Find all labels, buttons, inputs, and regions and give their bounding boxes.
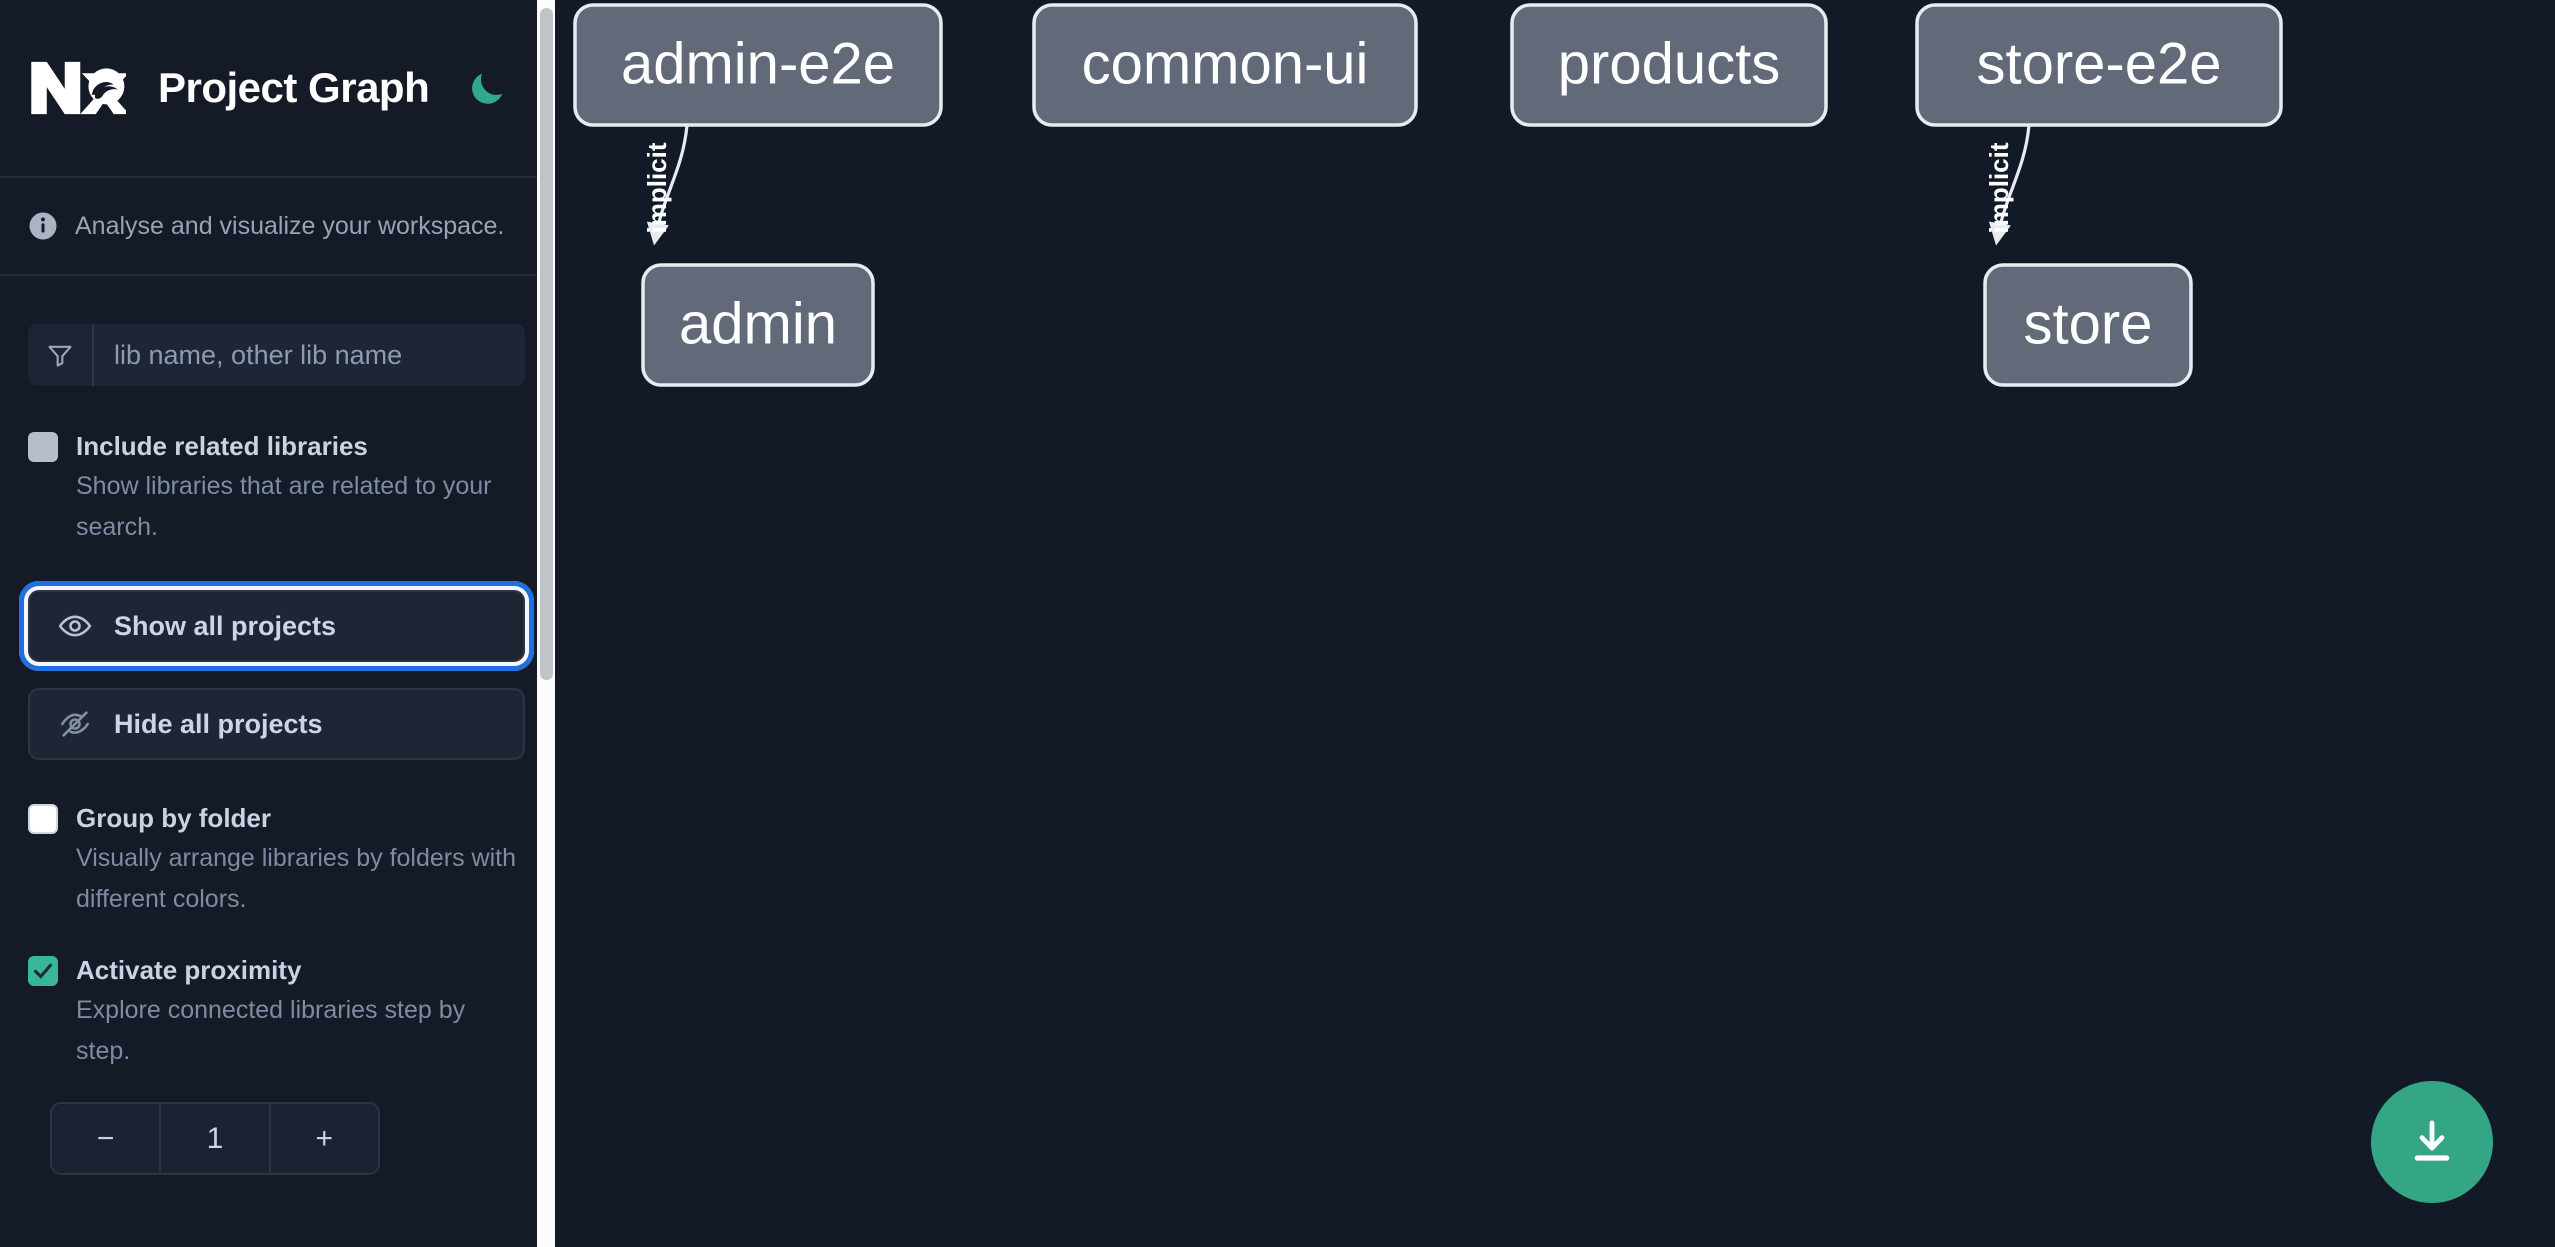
graph-canvas[interactable]: admin-e2e common-ui products store-e2e a… bbox=[555, 0, 2555, 1247]
edge-store-e2e-to-store bbox=[1988, 124, 2031, 246]
graph-node-label: store-e2e bbox=[1976, 31, 2221, 96]
graph-edges bbox=[646, 124, 2031, 246]
nx-logo bbox=[31, 61, 126, 115]
graph-node-label: admin-e2e bbox=[621, 31, 895, 96]
graph-node-common-ui[interactable]: common-ui bbox=[1032, 3, 1418, 127]
checkbox-activate-proximity[interactable] bbox=[28, 956, 58, 986]
check-icon bbox=[33, 963, 53, 979]
option-group-by-folder[interactable]: Group by folder Visually arrange librari… bbox=[28, 798, 527, 920]
info-icon bbox=[29, 212, 57, 240]
eye-icon bbox=[58, 615, 92, 637]
graph-node-label: admin bbox=[679, 291, 837, 356]
visibility-buttons: Show all projects Hide all projects bbox=[19, 581, 534, 760]
search-input[interactable] bbox=[94, 324, 525, 386]
sidebar-header: Project Graph bbox=[0, 0, 555, 178]
hide-all-projects-label: Hide all projects bbox=[114, 708, 323, 739]
graph-node-admin[interactable]: admin bbox=[641, 263, 875, 387]
show-all-projects-label: Show all projects bbox=[114, 610, 337, 641]
graph-node-label: common-ui bbox=[1082, 31, 1369, 96]
option-label: Activate proximity bbox=[76, 955, 302, 985]
sidebar: Project Graph Analyse and visualize your… bbox=[0, 0, 555, 1247]
moon-icon[interactable] bbox=[465, 66, 509, 110]
proximity-decrement-button[interactable]: − bbox=[52, 1104, 160, 1173]
option-label: Group by folder bbox=[76, 803, 271, 833]
option-label: Include related libraries bbox=[76, 431, 368, 461]
edge-label-implicit: implicit bbox=[1984, 142, 2014, 233]
edge-label-implicit: implicit bbox=[642, 142, 672, 233]
proximity-value: 1 bbox=[159, 1104, 269, 1173]
checkbox-include-related-libraries[interactable] bbox=[28, 432, 58, 462]
funnel-icon-container bbox=[28, 324, 94, 386]
download-icon bbox=[2414, 1120, 2450, 1161]
graph-node-store-e2e[interactable]: store-e2e bbox=[1915, 3, 2283, 127]
sidebar-scrollbar[interactable] bbox=[537, 0, 555, 1247]
workspace-description-text: Analyse and visualize your workspace. bbox=[75, 211, 505, 240]
option-description: Explore connected libraries step by step… bbox=[76, 996, 466, 1065]
search-field[interactable] bbox=[28, 324, 525, 386]
sidebar-scrollbar-thumb[interactable] bbox=[540, 8, 553, 680]
download-graph-button[interactable] bbox=[2371, 1081, 2493, 1203]
graph-node-label: products bbox=[1558, 31, 1780, 96]
graph-edge-labels: implicit implicit bbox=[642, 142, 2014, 233]
option-description: Visually arrange libraries by folders wi… bbox=[76, 844, 517, 913]
show-all-projects-button[interactable]: Show all projects bbox=[19, 581, 534, 671]
graph-node-store[interactable]: store bbox=[1983, 263, 2193, 387]
graph-node-admin-e2e[interactable]: admin-e2e bbox=[573, 3, 943, 127]
option-description: Show libraries that are related to your … bbox=[76, 472, 492, 541]
hide-all-projects-button[interactable]: Hide all projects bbox=[28, 688, 525, 760]
eye-slash-icon bbox=[60, 711, 90, 737]
graph-node-label: store bbox=[2024, 291, 2153, 356]
edge-admin-e2e-to-admin bbox=[646, 124, 689, 246]
page-title: Project Graph bbox=[158, 64, 430, 111]
checkbox-group-by-folder[interactable] bbox=[28, 804, 58, 834]
project-graph-svg: admin-e2e common-ui products store-e2e a… bbox=[573, 3, 2283, 387]
workspace-description: Analyse and visualize your workspace. bbox=[0, 178, 555, 276]
option-activate-proximity[interactable]: Activate proximity Explore connected lib… bbox=[28, 950, 527, 1072]
sidebar-body: Include related libraries Show libraries… bbox=[0, 276, 555, 1175]
graph-node-products[interactable]: products bbox=[1510, 3, 1828, 127]
graph-nodes: admin-e2e common-ui products store-e2e a… bbox=[573, 3, 2283, 387]
proximity-increment-button[interactable]: + bbox=[268, 1104, 378, 1173]
proximity-stepper: − 1 + bbox=[50, 1102, 380, 1175]
option-include-related-libraries[interactable]: Include related libraries Show libraries… bbox=[28, 426, 527, 548]
funnel-icon bbox=[48, 345, 72, 367]
